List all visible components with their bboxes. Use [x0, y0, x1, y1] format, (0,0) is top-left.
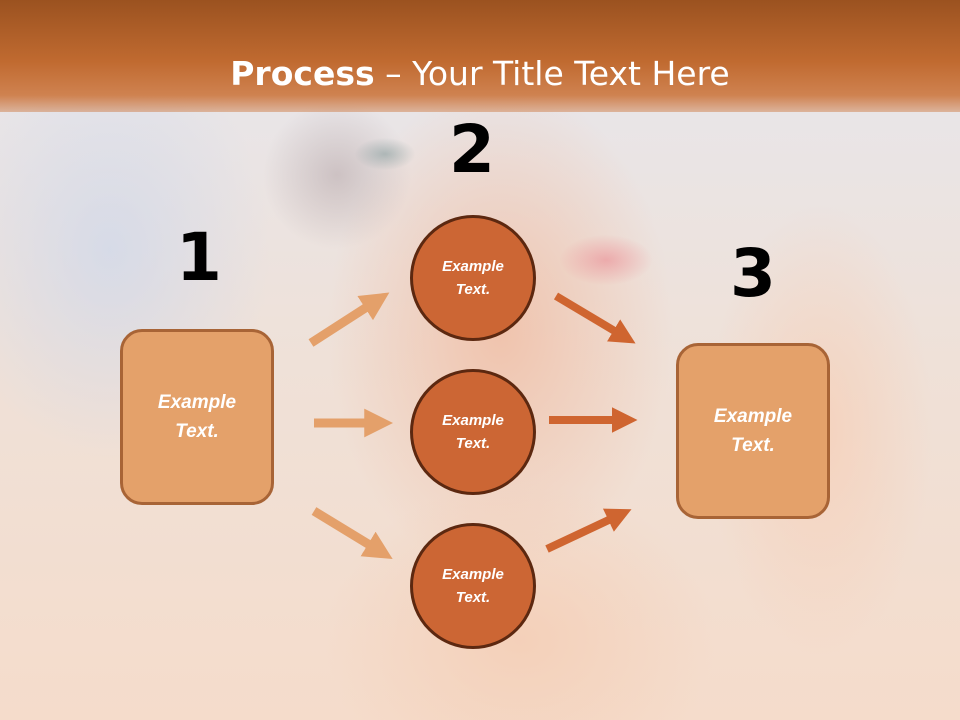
- step-number-1: 1: [176, 219, 222, 296]
- left-box-text: Example Text.: [157, 392, 237, 442]
- arrow-left-to-top: [308, 292, 390, 347]
- slide-title: Process – Your Title Text Here: [0, 52, 960, 96]
- circle-middle-text: Example Text.: [442, 412, 504, 452]
- title-rest: – Your Title Text Here: [374, 54, 730, 93]
- right-box-text: Example Text.: [713, 406, 793, 456]
- circle-top: Example Text.: [410, 215, 536, 341]
- step-number-3: 3: [730, 235, 776, 312]
- arrow-top-to-right: [553, 292, 636, 344]
- title-bold: Process: [230, 54, 375, 93]
- title-bar: [0, 0, 960, 112]
- circle-middle: Example Text.: [410, 369, 536, 495]
- left-box: Example Text.: [120, 329, 274, 505]
- circle-bottom: Example Text.: [410, 523, 536, 649]
- background-photo-eye: [355, 138, 415, 170]
- circle-bottom-text: Example Text.: [442, 566, 504, 606]
- circle-top-text: Example Text.: [442, 258, 504, 298]
- step-number-2: 2: [449, 111, 495, 188]
- background-photo-hair: [262, 100, 412, 250]
- background-photo-lips: [560, 235, 652, 285]
- arrow-left-to-bottom: [311, 507, 393, 560]
- arrow-bottom-to-right: [545, 508, 632, 553]
- right-box: Example Text.: [676, 343, 830, 519]
